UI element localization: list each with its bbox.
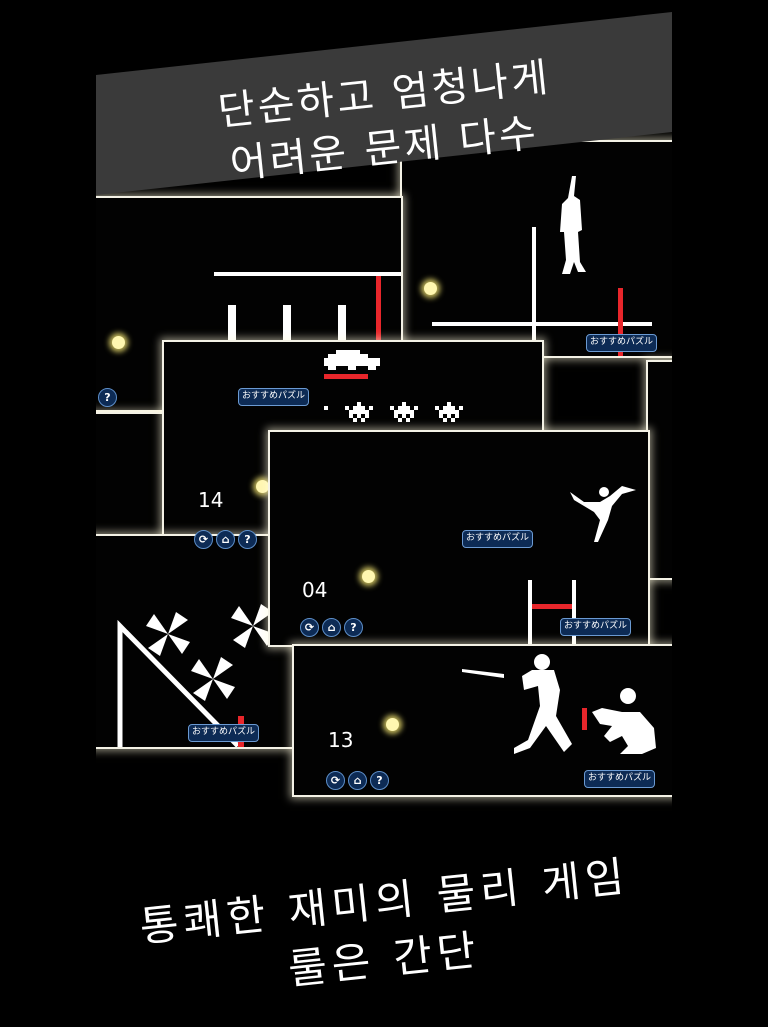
screens-collage: おすすめパズル ? おすすめパズル 14 ⟳ ⌂ ? おすすめパズル (96, 0, 672, 1024)
restart-button[interactable]: ⟳ (326, 771, 345, 790)
floor (432, 322, 652, 326)
level-card-climber: おすすめパズル (400, 140, 672, 358)
recommend-button[interactable]: おすすめパズル (238, 388, 310, 406)
ramp-and-pinwheels-icon (117, 604, 275, 747)
post (528, 580, 532, 645)
home-button[interactable]: ⌂ (348, 771, 367, 790)
ceiling-bar (214, 272, 401, 276)
ball (362, 570, 375, 583)
invaders-icon (324, 350, 463, 452)
recommend-button[interactable]: おすすめパズル (188, 724, 260, 742)
wall (532, 227, 536, 342)
help-button[interactable]: ? (238, 530, 257, 549)
climber-silhouette-icon (560, 176, 586, 274)
batter-and-catcher-silhouette-icon (462, 654, 656, 754)
level-card-hurdle: 04 ⟳ ⌂ ? おすすめパズル (268, 430, 650, 647)
level-card-partial (96, 412, 166, 536)
recommend-button[interactable]: おすすめパズル (584, 770, 656, 788)
help-button[interactable]: ? (98, 388, 117, 407)
help-button[interactable]: ? (344, 618, 363, 637)
level-card-pinwheels: おすすめパズル (96, 534, 294, 749)
level-number: 14 (198, 488, 224, 512)
level-number: 04 (302, 578, 328, 602)
restart-button[interactable]: ⟳ (300, 618, 319, 637)
recommend-button[interactable]: おすすめパズル (586, 334, 658, 352)
headline-banner (96, 12, 672, 195)
level-number: 13 (328, 728, 354, 752)
post (572, 580, 576, 645)
red-goal (532, 604, 572, 609)
level-card-baseball: 13 ⟳ ⌂ ? おすすめパズル (292, 644, 672, 797)
restart-button[interactable]: ⟳ (194, 530, 213, 549)
dancer-silhouette-icon (570, 486, 636, 542)
recommend-button[interactable]: おすすめパズル (462, 530, 534, 548)
red-goal (618, 288, 623, 356)
ball (256, 480, 269, 493)
help-button[interactable]: ? (370, 771, 389, 790)
home-button[interactable]: ⌂ (216, 530, 235, 549)
ball (112, 336, 125, 349)
home-button[interactable]: ⌂ (322, 618, 341, 637)
ball (386, 718, 399, 731)
recommend-button[interactable]: おすすめパズル (560, 618, 632, 636)
ball (424, 282, 437, 295)
